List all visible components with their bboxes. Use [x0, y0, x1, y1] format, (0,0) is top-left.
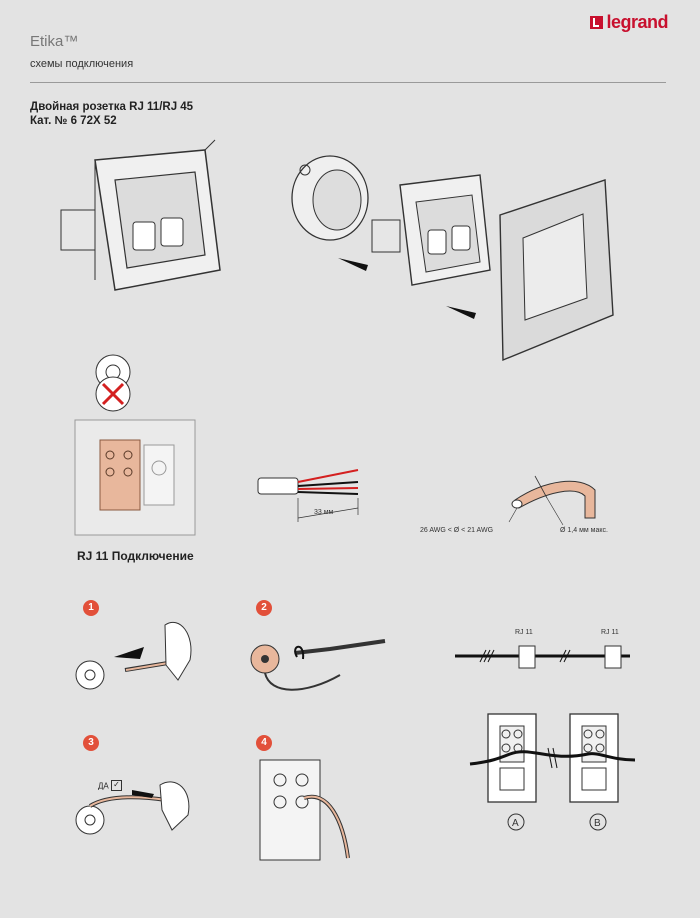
cable-strip-diagram [257, 469, 359, 522]
step-1-illustration [75, 622, 192, 690]
item-heading: Двойная розетка RJ 11/RJ 45 Кат. № 6 72X… [30, 100, 193, 128]
step-2-illustration [250, 639, 386, 691]
wiring-variant-labels: A B [507, 813, 607, 831]
insert-arrow-icon [446, 306, 476, 319]
step-badge-2: 2 [256, 600, 272, 616]
catalog-number: Кат. № 6 72X 52 [30, 115, 117, 127]
socket-mechanism-illustration [60, 139, 221, 291]
rj11-socket-labels: RJ 11 RJ 11 [515, 629, 619, 636]
step-badge-3: 3 [83, 735, 99, 751]
step-badge-4: 4 [256, 735, 272, 751]
header-divider [30, 82, 666, 83]
legrand-logo: legrand [590, 12, 668, 33]
item-name: Двойная розетка RJ 11/RJ 45 [30, 101, 194, 113]
rj11-socket-left-label: RJ 11 [515, 629, 533, 636]
cover-frame-illustration [499, 179, 614, 362]
max-diameter: Ø 1,4 мм макс. [560, 527, 608, 534]
brand-name: legrand [606, 12, 668, 32]
variant-a-label: A [512, 818, 519, 829]
wire-gauge-labels: 26 AWG < Ø < 21 AWG Ø 1,4 мм макс. [420, 527, 608, 534]
step-4-illustration [259, 759, 350, 861]
product-line: Etika™ [30, 33, 79, 50]
step-badge-1: 1 [83, 600, 99, 616]
strip-length-text: 33 мм [314, 509, 334, 516]
wire-gauge-diagram [508, 475, 596, 526]
checkbox-icon: ✓ [111, 780, 122, 791]
insert-arrow-icon [338, 258, 368, 271]
legrand-logo-mark [590, 16, 604, 29]
rj11-connection-title: RJ 11 Подключение [77, 549, 194, 563]
strip-length-label: 33 мм [314, 509, 334, 516]
wall-box-illustration [291, 155, 369, 241]
socket-wiring-variants [469, 713, 636, 803]
rj11-socket-right-label: RJ 11 [601, 629, 619, 636]
mechanism-illustration [371, 174, 491, 286]
step-3-illustration [75, 781, 190, 835]
check-label-text: ДА [98, 781, 109, 791]
wire-gauge-range: 26 AWG < Ø < 21 AWG [420, 527, 493, 534]
rj11-chain-diagram [455, 645, 630, 669]
rj11-terminal-diagram [74, 354, 196, 536]
check-label: ДА ✓ [98, 780, 122, 792]
variant-b-label: B [594, 818, 601, 829]
page-subtitle: схемы подключения [30, 58, 134, 70]
